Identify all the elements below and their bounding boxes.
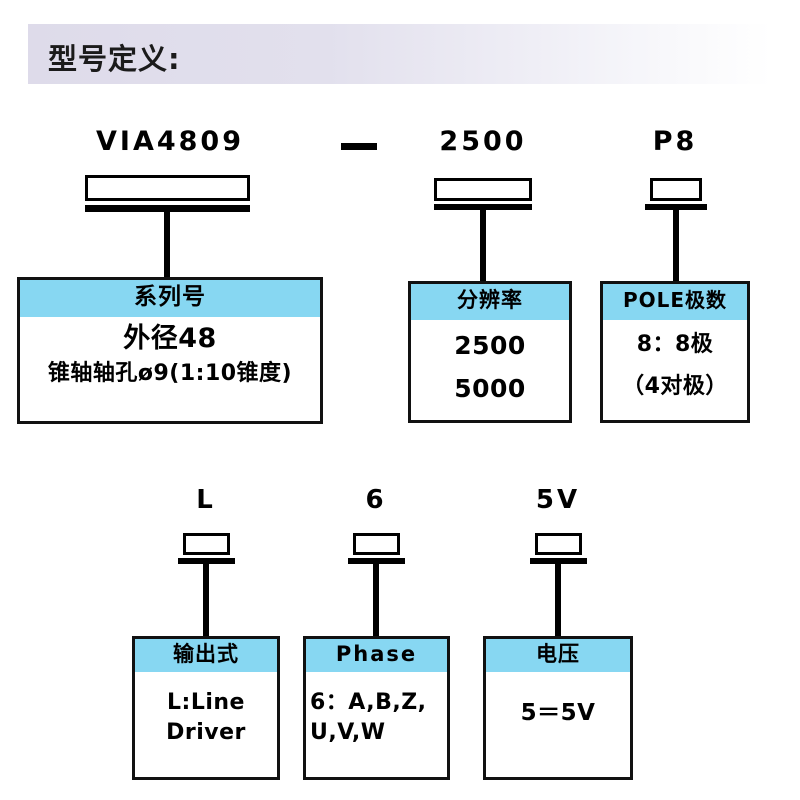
info-box-resolution-header: 分辨率 [411,284,569,320]
info-box-output-body: L:Line Driver [135,672,277,748]
connector-stem-resolution [480,210,486,284]
connector-stem-output [203,564,209,640]
info-box-series: 系列号 外径48 锥轴轴孔ø9(1:10锥度) [17,277,323,424]
dash-separator-icon [341,143,377,150]
code-token-series: VIA4809 [96,126,244,157]
info-box-resolution-body: 2500 5000 [411,320,569,410]
info-box-pole-line-1: 8：8极 [636,332,714,357]
connector-bar-series [85,205,250,212]
info-box-series-header: 系列号 [20,280,320,317]
info-box-voltage-line-1: 5＝5V [520,700,596,726]
header-banner [28,24,772,84]
info-box-output-header: 输出式 [135,639,277,672]
info-box-pole: POLE极数 8：8极 （4对极） [600,281,750,423]
connector-box-pole [650,178,702,201]
connector-bar-voltage [530,558,587,564]
info-box-output: 输出式 L:Line Driver [132,636,280,780]
code-token-resolution: 2500 [439,126,527,157]
connector-box-series [85,175,250,201]
connector-bar-resolution [434,204,532,210]
info-box-pole-header: POLE极数 [603,284,747,320]
connector-box-voltage [535,533,582,555]
connector-stem-series [164,212,170,280]
info-box-phase-header: Phase [306,639,447,672]
code-token-output: L [196,485,216,515]
info-box-voltage-body: 5＝5V [486,672,630,728]
connector-stem-pole [673,210,679,284]
info-box-phase-line-1: 6：A,B,Z, [310,690,427,715]
connector-stem-phase [373,564,379,640]
connector-bar-phase [348,558,405,564]
info-box-pole-line-2: （4对极） [622,374,728,399]
info-box-resolution-line-1: 2500 [454,331,526,360]
info-box-pole-body: 8：8极 （4对极） [603,320,747,408]
info-box-phase-body: 6：A,B,Z, U,V,W [306,672,447,748]
connector-bar-output [178,558,235,564]
info-box-phase: Phase 6：A,B,Z, U,V,W [303,636,450,780]
info-box-series-line-2: 锥轴轴孔ø9(1:10锥度) [47,361,293,386]
code-token-pole: P8 [652,126,698,157]
page-title: 型号定义: [48,42,181,76]
info-box-voltage: 电压 5＝5V [483,636,633,780]
connector-bar-pole [645,204,707,210]
info-box-phase-line-2: U,V,W [310,720,386,745]
info-box-output-line-1: L:Line [167,690,245,715]
connector-box-phase [353,533,400,555]
code-token-voltage: 5V [535,485,581,515]
info-box-output-line-2: Driver [166,720,246,745]
info-box-resolution: 分辨率 2500 5000 [408,281,572,423]
code-token-phase: 6 [365,485,387,515]
connector-stem-voltage [555,564,561,640]
info-box-series-body: 外径48 锥轴轴孔ø9(1:10锥度) [20,317,320,391]
connector-box-output [183,533,230,555]
info-box-voltage-header: 电压 [486,639,630,672]
connector-box-resolution [434,178,532,201]
info-box-series-line-1: 外径48 [123,323,217,354]
info-box-resolution-line-2: 5000 [454,374,526,403]
